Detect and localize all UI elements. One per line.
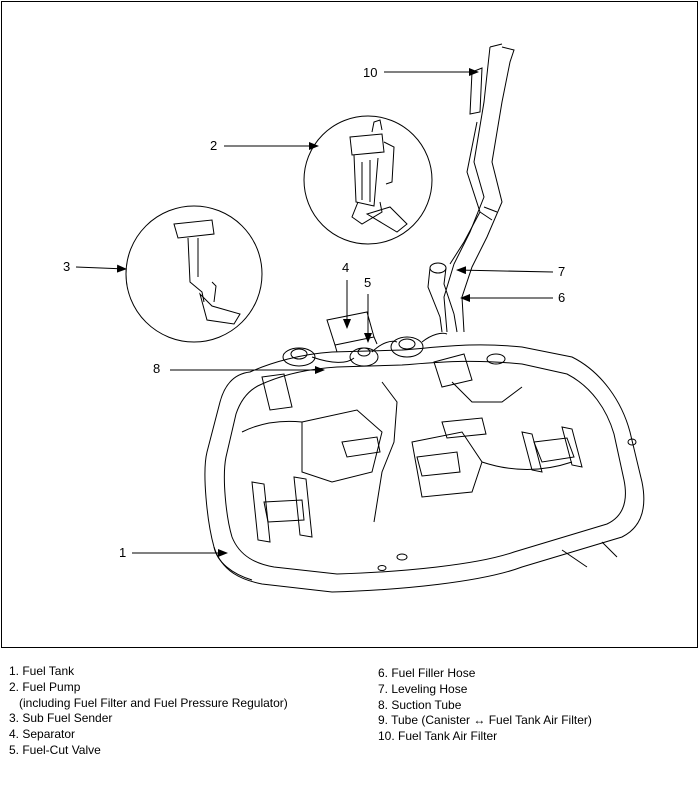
callout-10: 10 (363, 65, 378, 80)
legend-item-4: 4. Separator (9, 727, 76, 742)
callout-4: 4 (342, 260, 350, 275)
filler-neck-drawing (427, 43, 515, 333)
callout-8: 8 (153, 361, 161, 376)
callout-1: 1 (119, 545, 127, 560)
callout-2: 2 (210, 138, 218, 153)
legend-item-7: 7. Leveling Hose (378, 681, 468, 696)
legend-item-5: 5. Fuel-Cut Valve (9, 742, 101, 757)
callout-6: 6 (558, 290, 566, 305)
legend-item-1: 1. Fuel Tank (9, 664, 75, 678)
fuel-pump-detail (303, 115, 433, 245)
legend-item-9: 9. Tube (Canister ↔ Fuel Tank Air Filter… (378, 713, 592, 728)
legend-item-10: 10. Fuel Tank Air Filter (378, 729, 498, 744)
legend-right-column: 6. Fuel Filler Hose 7. Leveling Hose 8. … (378, 666, 592, 745)
sub-fuel-sender-detail (125, 205, 263, 343)
legend-item-3: 3. Sub Fuel Sender (9, 711, 113, 726)
legend-left-column: 1. Fuel Tank 2. Fuel Pump (including Fue… (9, 664, 288, 759)
diagram-frame: 10 2 3 4 5 7 6 8 1 (1, 1, 698, 648)
legend-item-2: 2. Fuel Pump (9, 679, 81, 694)
legend-item-2-note: (including Fuel Filter and Fuel Pressure… (19, 695, 288, 710)
callout-3: 3 (63, 259, 71, 274)
leader-lines (75, 68, 554, 557)
legend-item-8: 8. Suction Tube (378, 697, 462, 712)
fuel-tank-diagram (75, 43, 645, 593)
callout-7: 7 (558, 264, 566, 279)
legend-item-6: 6. Fuel Filler Hose (378, 666, 476, 680)
callout-5: 5 (364, 275, 372, 290)
fuel-tank-drawing (204, 311, 645, 593)
